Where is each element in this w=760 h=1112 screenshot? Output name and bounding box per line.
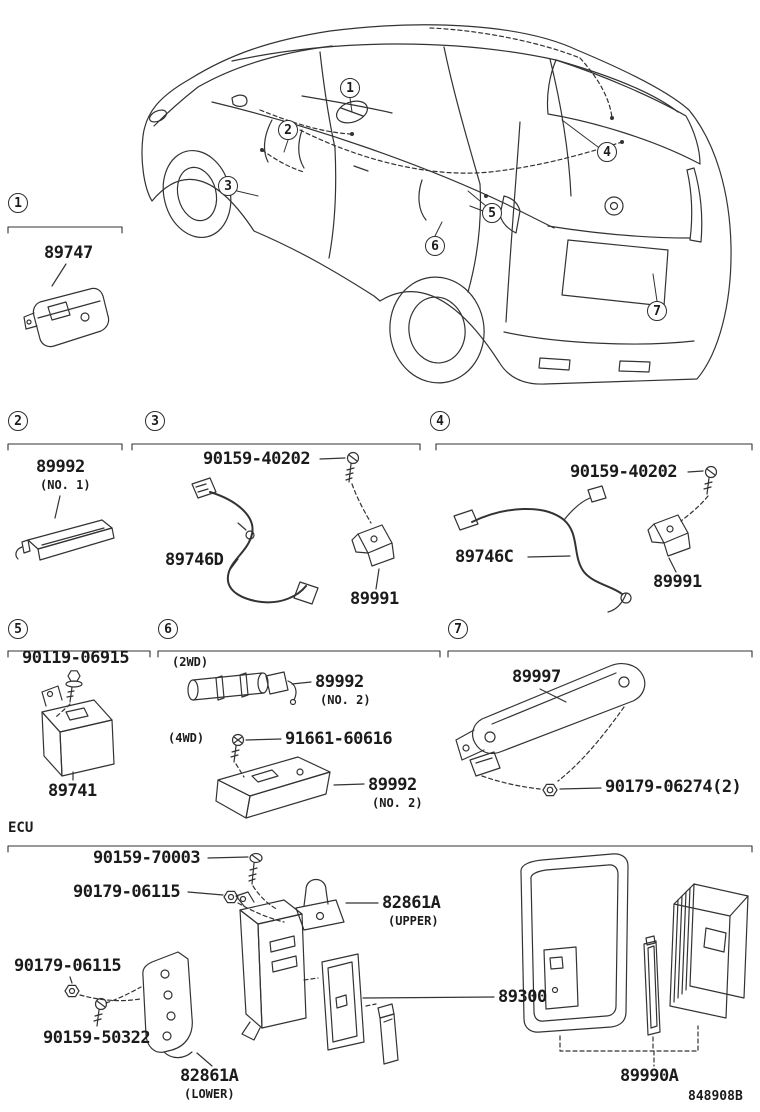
figure-id: 848908B [688, 1089, 743, 1104]
sensor-89991-drawing-a [351, 524, 395, 590]
part-label-82861a-lower: 82861A [180, 1066, 239, 1086]
section-brackets [7, 226, 753, 853]
screw-90159-40202-icon-b [680, 465, 718, 522]
part-label-89991-b: 89991 [653, 572, 702, 592]
part-note-no1: (NO. 1) [40, 478, 91, 492]
part-label-90159-40202-a: 90159-40202 [203, 449, 311, 469]
part-note-lower: (LOWER) [184, 1087, 235, 1101]
screw-90159-40202-icon-a [319, 451, 372, 524]
section-callout-3: 3 [145, 411, 165, 431]
car-illustration [141, 24, 732, 385]
part-label-91661-60616: 91661-60616 [285, 729, 393, 749]
part-label-89746c: 89746C [455, 547, 514, 567]
car-callout-4: 4 [597, 142, 617, 162]
connector-dots [260, 116, 624, 198]
variant-note-2wd: (2WD) [172, 655, 209, 669]
part-note-no2-b: (NO. 2) [372, 796, 423, 810]
antenna-89992-no2-2wd-drawing [187, 671, 312, 706]
part-label-89746d: 89746D [165, 550, 224, 570]
section-callout-1: 1 [8, 193, 28, 213]
transmitter-89747-drawing [23, 263, 110, 348]
part-label-90179-06115-b: 90179-06115 [14, 956, 122, 976]
part-label-90179-06115-a: 90179-06115 [73, 882, 181, 902]
section-callout-4: 4 [430, 411, 450, 431]
harness-89746d-drawing [191, 477, 319, 605]
nut-90179-06274-icon [542, 783, 602, 797]
part-label-82861a-upper: 82861A [382, 893, 441, 913]
part-label-89991-a: 89991 [350, 589, 399, 609]
car-callout-5: 5 [482, 203, 502, 223]
part-label-89741: 89741 [48, 781, 97, 801]
nut-90179-06115-icon-b [64, 976, 141, 1002]
part-label-89992-no2-2wd: 89992 [315, 672, 364, 692]
manual-89990a-drawing [559, 883, 749, 1067]
car-callout-leaders [236, 97, 658, 302]
sensor-89991-drawing-b [647, 514, 691, 573]
ecu-89300-assembly-drawing [235, 891, 495, 1065]
wiring-harness-lines [259, 27, 623, 174]
car-callout-3: 3 [218, 176, 238, 196]
harness-89746c-drawing [453, 485, 632, 613]
bracket-89997-drawing [455, 663, 646, 790]
section-callout-5: 5 [8, 619, 28, 639]
ecu-group-label: ECU [8, 820, 34, 836]
key-stick-drawing [643, 935, 661, 1036]
antenna-89992-no2-4wd-drawing [215, 756, 365, 819]
part-label-89990a: 89990A [620, 1066, 679, 1086]
car-callout-1: 1 [340, 78, 360, 98]
part-label-90159-40202-b: 90159-40202 [570, 462, 678, 482]
part-label-90179-06274: 90179-06274(2) [605, 777, 742, 797]
section-callout-6: 6 [158, 619, 178, 639]
variant-note-4wd: (4WD) [168, 731, 205, 745]
cover-plate-drawing [520, 853, 629, 1033]
screw-90159-70003-icon [207, 852, 279, 911]
nut-90179-06115-icon-a [187, 890, 285, 923]
section-callout-7: 7 [448, 619, 468, 639]
part-label-89747: 89747 [44, 243, 93, 263]
part-label-89992-no2-4wd: 89992 [368, 775, 417, 795]
car-callout-6: 6 [425, 236, 445, 256]
part-label-89300: 89300 [498, 987, 547, 1007]
part-note-upper: (UPPER) [388, 914, 439, 928]
part-label-90159-50322: 90159-50322 [43, 1028, 151, 1048]
part-label-89992-no1: 89992 [36, 457, 85, 477]
part-label-90159-70003: 90159-70003 [93, 848, 201, 868]
bracket-82861a-lower-drawing [142, 951, 213, 1067]
section-callout-2: 2 [8, 411, 28, 431]
bracket-82861a-upper-drawing [295, 878, 379, 931]
part-label-90119-06915: 90119-06915 [22, 648, 130, 668]
car-callout-2: 2 [278, 120, 298, 140]
part-note-no2-a: (NO. 2) [320, 693, 371, 707]
screw-91661-60616-icon [230, 733, 282, 778]
part-label-89997: 89997 [512, 667, 561, 687]
antenna-89992-no1-drawing [15, 495, 115, 561]
screw-90159-50322-icon [93, 986, 142, 1027]
receiver-89741-drawing [41, 685, 115, 781]
car-callout-7: 7 [647, 301, 667, 321]
